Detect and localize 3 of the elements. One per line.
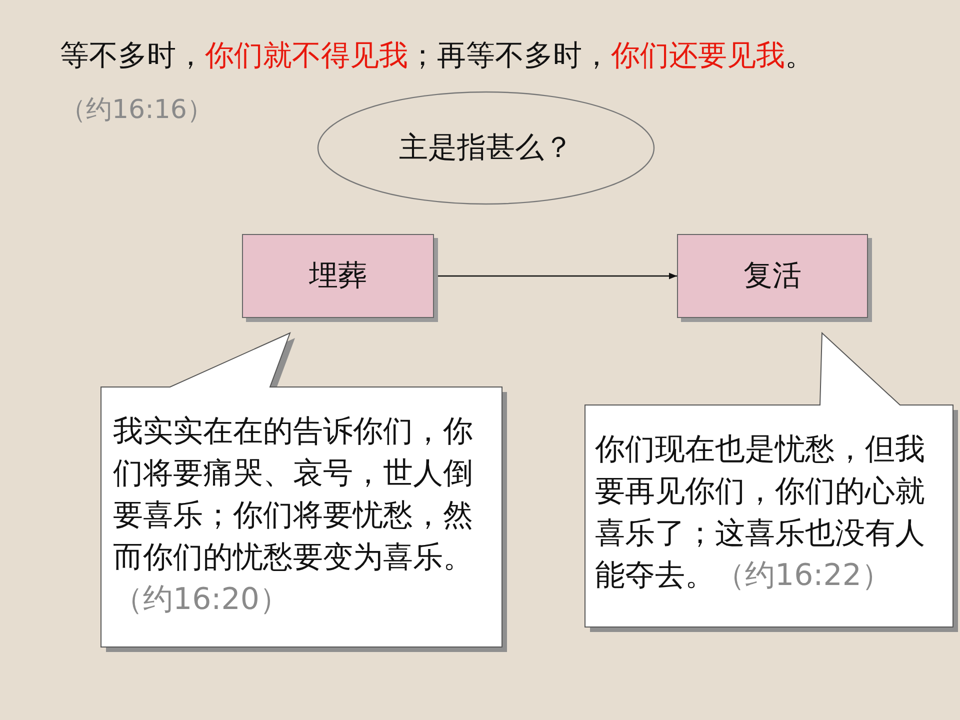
question-ellipse: 主是指甚么？ xyxy=(317,91,655,205)
title-text: 等不多时，你们就不得见我；再等不多时，你们还要见我。 xyxy=(60,37,814,74)
verse-reference: （约16:16） xyxy=(60,94,213,127)
